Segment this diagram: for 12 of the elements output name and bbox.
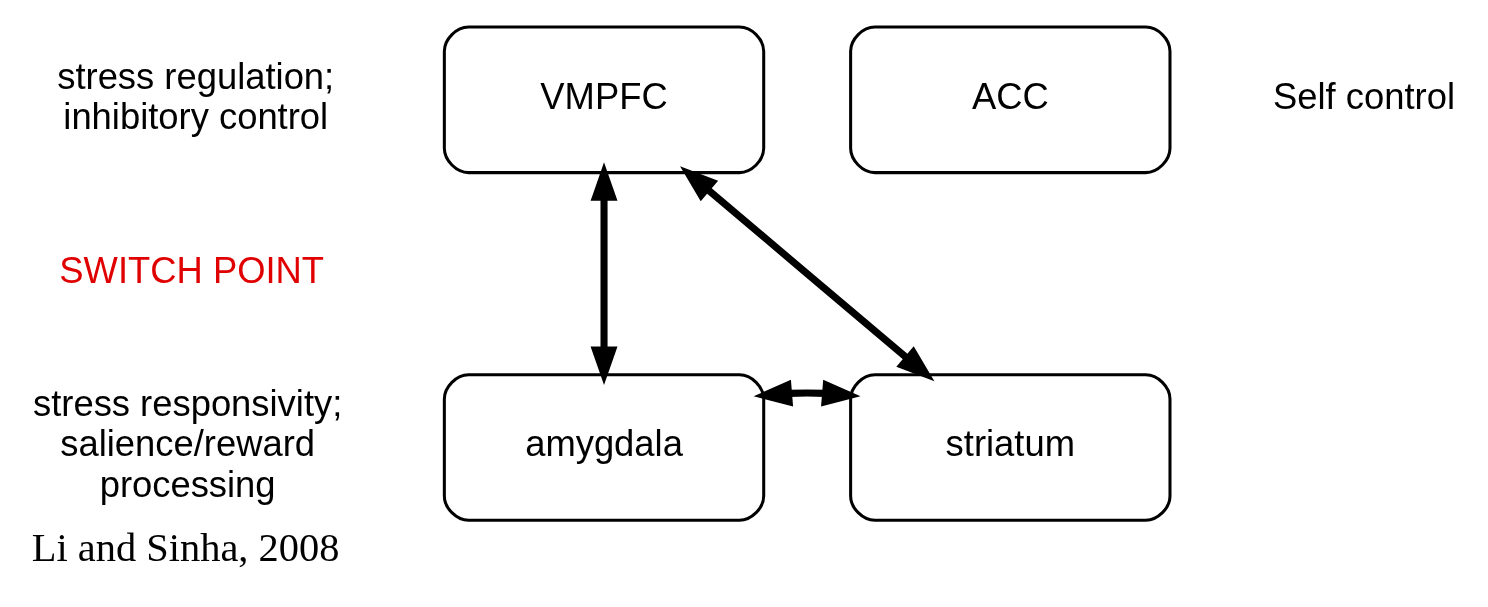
node-box: VMPFC (442, 25, 766, 174)
arrow (753, 379, 861, 407)
node-box: striatum (849, 372, 1172, 522)
node-box: amygdala (442, 372, 766, 522)
label: stress responsivity; salience/reward processing (33, 382, 343, 505)
arrow (590, 161, 618, 385)
label: Self control (1273, 75, 1456, 117)
caption: Li and Sinha, 2008 (31, 524, 340, 570)
node-box: ACC (849, 25, 1172, 174)
label: stress regulation; inhibitory control (57, 55, 335, 137)
label: SWITCH POINT (59, 249, 325, 291)
arrow (680, 165, 935, 381)
